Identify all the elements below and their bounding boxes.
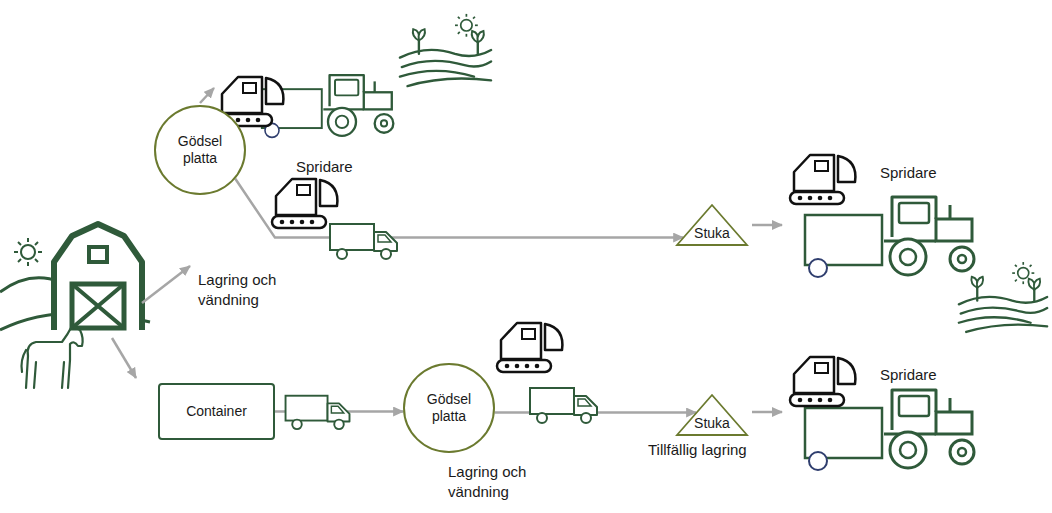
truck [330,224,397,259]
heap-triangle-shape [677,395,747,435]
truck [286,396,350,429]
container-box: Container [158,383,275,440]
node-label: Gödsel platta [165,133,235,167]
horse [22,326,83,388]
excavator [272,179,337,228]
annotation-label: Lagring och vändning [198,270,310,310]
annotation-label: Spridare [296,157,353,177]
tractor-spreader [805,197,974,277]
annotation-label: Spridare [880,163,937,183]
flow-arrow [235,179,683,238]
storage-plate-shape [155,106,245,194]
farm-barn [0,224,150,330]
excavator [497,323,562,372]
field-icon [400,14,491,86]
storage-plate-shape [404,364,494,452]
heap-triangle: Stuka [676,204,748,246]
node-label: Gödsel platta [414,391,484,425]
node-label: Container [186,403,247,420]
annotation-label: Spridare [880,365,937,385]
truck [530,388,597,423]
excavator [790,357,855,406]
node-label: Stuka [694,225,730,242]
excavator [790,155,855,204]
heap-triangle-shape [677,205,747,245]
container-box-shape [159,384,274,439]
node-label: Stuka [694,415,730,432]
heap-triangle: Stuka [676,394,748,436]
annotation-label: Lagring och vändning [448,462,560,502]
tractor-spreader [262,75,393,137]
annotation-label: Tillfällig lagring [648,440,747,460]
storage-plate: Gödsel platta [154,105,246,195]
field-icon [959,262,1047,332]
storage-plate: Gödsel platta [403,363,495,453]
